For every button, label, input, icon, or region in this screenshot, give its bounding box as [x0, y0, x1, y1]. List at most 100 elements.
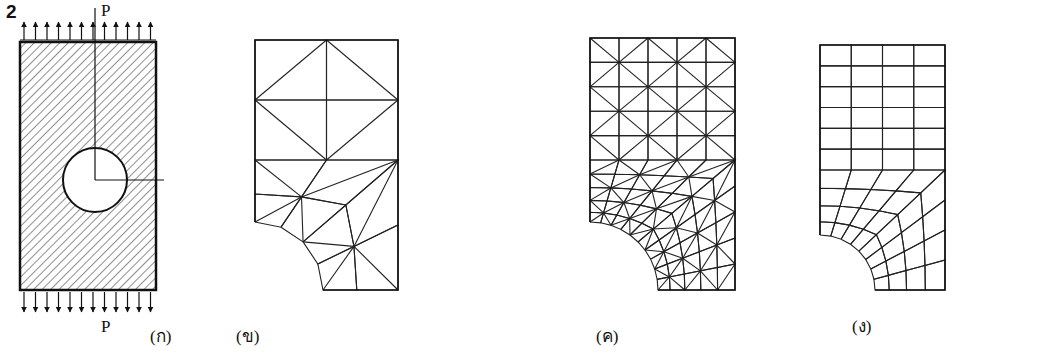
element-diagonal — [624, 191, 652, 203]
element-diagonal — [717, 245, 735, 264]
element-diagonal — [604, 213, 611, 225]
element-diagonal — [648, 87, 677, 111]
element-edge — [706, 111, 735, 135]
element-edge — [648, 111, 677, 135]
element-diagonal — [590, 38, 619, 62]
element-edge — [883, 45, 914, 66]
load-arrow — [46, 22, 47, 40]
element-edge — [669, 274, 684, 290]
element-diagonal — [303, 242, 354, 246]
plate — [20, 42, 156, 290]
element-diagonal — [683, 258, 701, 271]
element-edge — [354, 225, 398, 290]
element-edge — [255, 100, 327, 160]
element-diagonal — [590, 160, 619, 174]
element-edge — [327, 40, 399, 100]
element-diagonal — [653, 209, 656, 229]
panel-label: (ง) — [852, 318, 871, 337]
element-diagonal — [677, 87, 706, 111]
element-edge — [840, 189, 871, 208]
element-diagonal — [629, 219, 630, 235]
element-diagonal — [677, 160, 689, 177]
element-diagonal — [715, 160, 735, 200]
load-arrow — [23, 292, 24, 312]
element-edge — [706, 38, 735, 62]
element-edge — [706, 136, 735, 160]
element-diagonal — [619, 38, 648, 62]
element-diagonal — [604, 203, 624, 213]
element-diagonal — [677, 62, 706, 86]
element-edge — [590, 62, 619, 86]
panel-label: (ค) — [596, 328, 618, 347]
load-arrow — [115, 22, 116, 40]
element-edge — [883, 128, 914, 149]
panel-label: (ก) — [150, 328, 171, 347]
element-edge — [656, 193, 691, 213]
tension-load — [20, 22, 156, 312]
element-diagonal — [706, 136, 735, 160]
element-diagonal — [323, 246, 354, 290]
element-diagonal — [619, 136, 648, 160]
element-edge — [255, 194, 302, 227]
element-edge — [590, 87, 619, 111]
load-arrow — [150, 22, 151, 40]
element-diagonal — [706, 62, 735, 86]
element-edge — [874, 275, 889, 290]
element-edge — [706, 87, 735, 111]
element-diagonal — [619, 62, 648, 86]
element-edge — [303, 205, 354, 264]
element-diagonal — [611, 175, 640, 188]
element-edge — [883, 87, 914, 108]
element-diagonal — [676, 196, 692, 227]
element-edge — [648, 62, 677, 86]
panel-label: (ข) — [236, 328, 259, 347]
element-diagonal — [640, 175, 652, 191]
element-diagonal — [648, 136, 677, 160]
element-diagonal — [653, 228, 676, 229]
element-diagonal — [706, 87, 735, 111]
element-edge — [851, 45, 882, 66]
element-diagonal — [669, 277, 684, 290]
element-diagonal — [658, 277, 669, 290]
element-diagonal — [624, 203, 630, 219]
element-diagonal — [677, 111, 706, 135]
element-edge — [346, 160, 398, 246]
element-edge — [648, 87, 677, 111]
element-diagonal — [648, 38, 677, 62]
load-arrow — [35, 292, 36, 312]
element-edge — [851, 66, 882, 87]
load-arrow — [58, 292, 59, 312]
element-edge — [657, 277, 670, 290]
element-diagonal — [611, 188, 624, 203]
element-diagonal — [685, 271, 701, 290]
mesh — [820, 45, 945, 290]
element-diagonal — [652, 191, 656, 209]
element-diagonal — [255, 40, 327, 100]
element-edge — [619, 87, 648, 111]
element-diagonal — [619, 87, 648, 111]
load-arrow — [35, 22, 36, 40]
element-edge — [820, 188, 845, 206]
element-edge — [849, 208, 879, 229]
symmetry-axis — [94, 8, 95, 180]
element-diagonal — [700, 245, 716, 271]
load-arrow — [69, 22, 70, 40]
element-edge — [677, 38, 706, 62]
element-diagonal — [619, 111, 648, 135]
finite-element-meshes — [255, 38, 945, 290]
element-diagonal — [630, 209, 657, 219]
element-edge — [619, 38, 648, 62]
element-edge — [879, 191, 921, 215]
element-edge — [896, 170, 945, 193]
element-edge — [835, 206, 860, 225]
element-diagonal — [692, 196, 715, 200]
element-edge — [590, 136, 619, 160]
element-diagonal — [590, 213, 604, 222]
element-edge — [717, 264, 735, 290]
element-edge — [914, 66, 945, 87]
element-edge — [906, 265, 925, 290]
element-edge — [923, 200, 945, 241]
element-edge — [619, 62, 648, 86]
element-edge — [680, 233, 699, 258]
